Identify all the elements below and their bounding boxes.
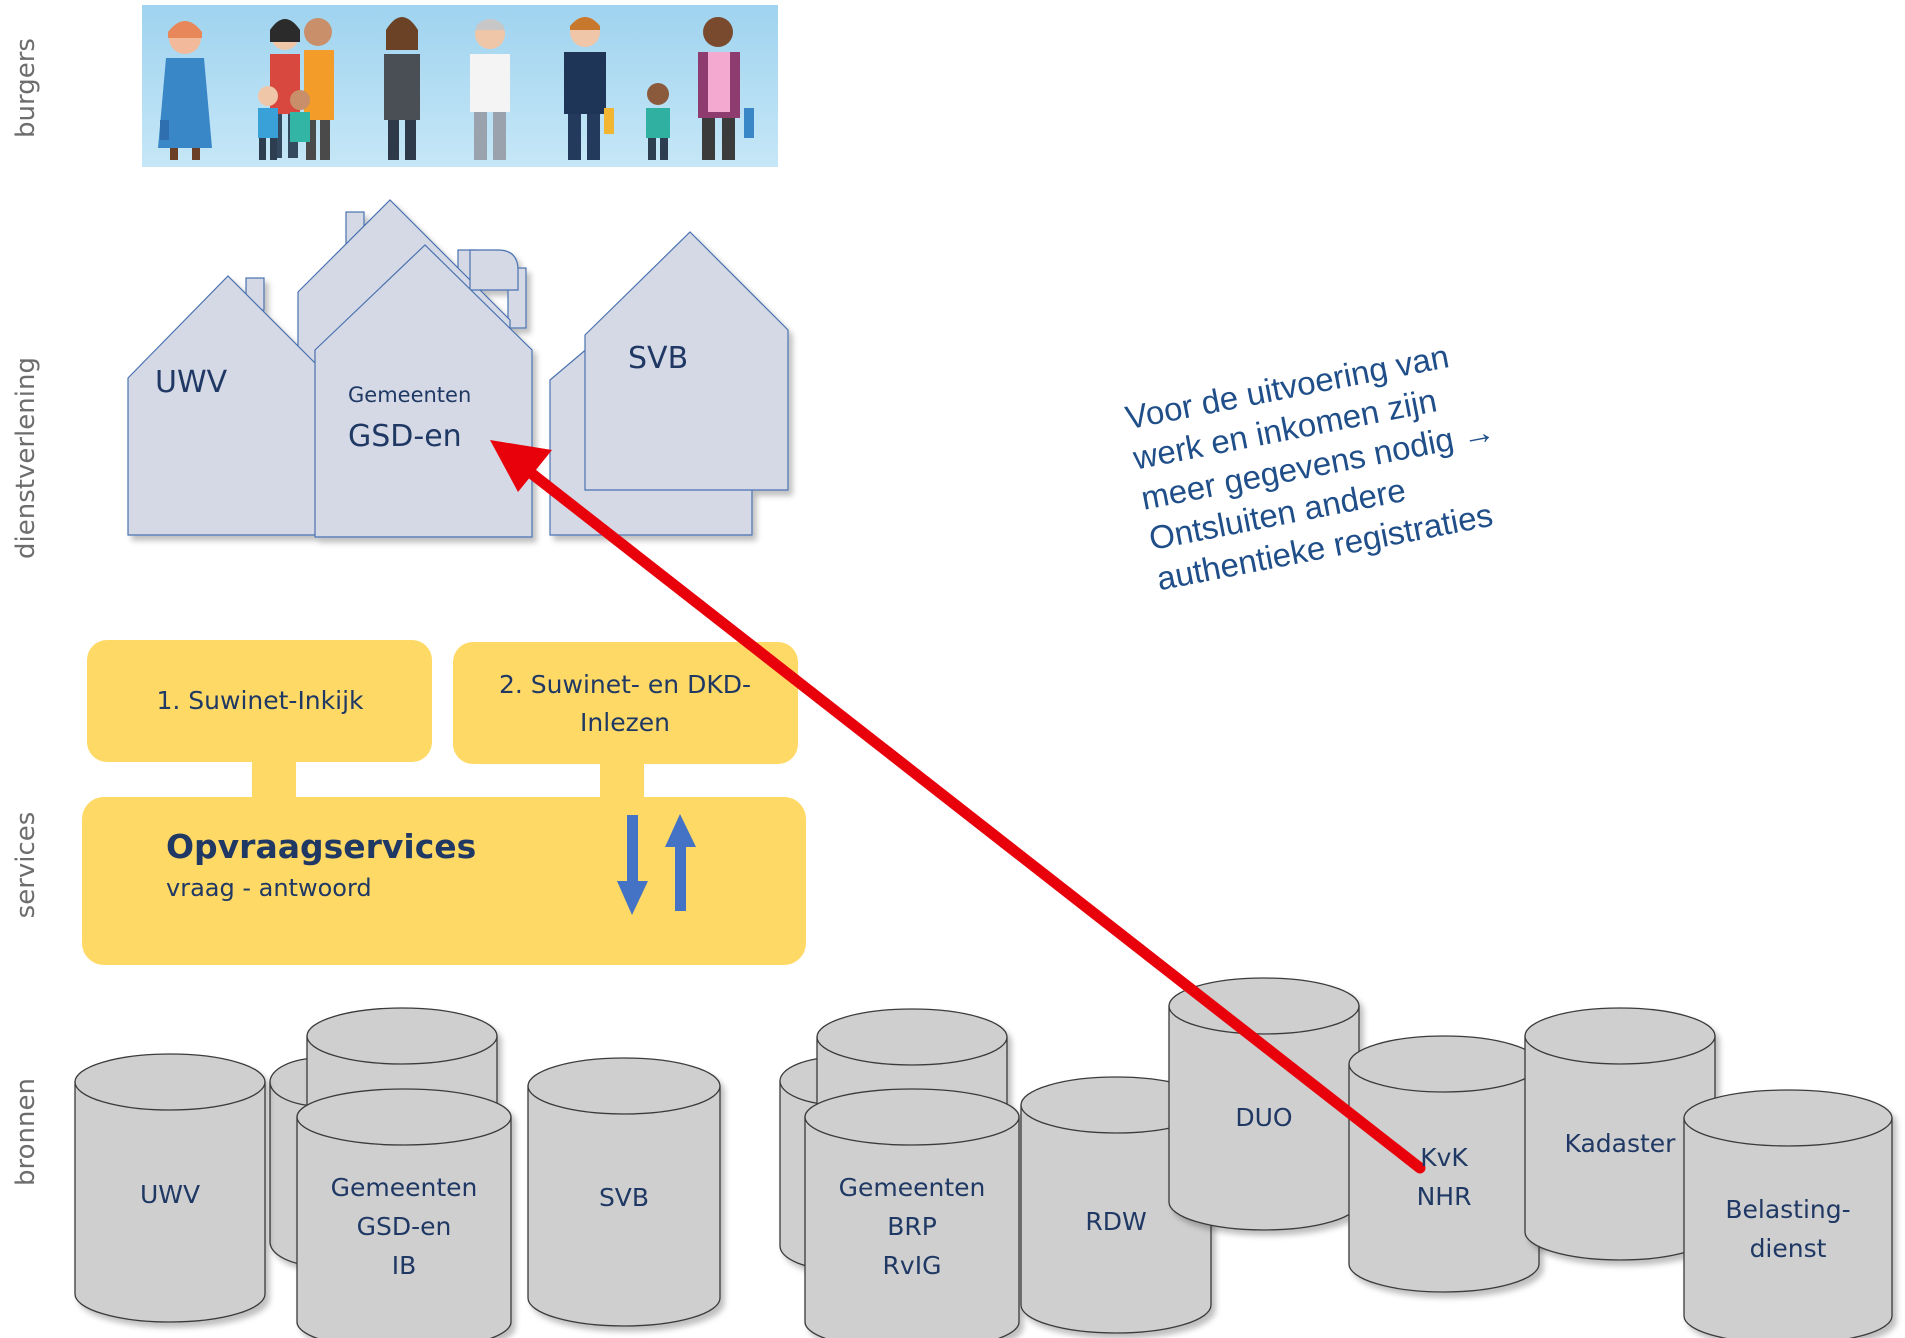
source-label-line: SVB bbox=[598, 1183, 650, 1212]
houses-cluster bbox=[127, 199, 789, 538]
source-label-line: Gemeenten bbox=[838, 1173, 986, 1202]
source-label-rdw: RDW bbox=[1006, 1202, 1226, 1241]
source-label-uwv: UWV bbox=[60, 1175, 280, 1214]
house-label-uwv: UWV bbox=[155, 365, 228, 400]
house-svb bbox=[584, 231, 789, 491]
service-title-opvraagservices: Opvraagservices bbox=[166, 827, 476, 866]
source-label-line: GSD-en bbox=[356, 1212, 452, 1241]
service-label-inlezen-line1: 2. Suwinet- en DKD- bbox=[499, 670, 751, 699]
cylinder-gemeenten-brp bbox=[804, 1088, 1020, 1338]
cylinder-belasting bbox=[1683, 1089, 1893, 1338]
cylinder-uwv bbox=[74, 1053, 266, 1323]
cylinder-kvk bbox=[1348, 1035, 1540, 1293]
cylinder-duo bbox=[1168, 977, 1360, 1231]
source-label-svb: SVB bbox=[514, 1178, 734, 1217]
cylinder-svb bbox=[527, 1057, 721, 1327]
source-label-kadaster: Kadaster bbox=[1510, 1124, 1730, 1163]
citizen-parent-child-icon bbox=[646, 17, 754, 160]
service-box-inkijk bbox=[87, 640, 432, 762]
house-back-roof bbox=[469, 249, 519, 291]
service-subtitle-vraag-antwoord: vraag - antwoord bbox=[166, 874, 372, 902]
source-label-line: Gemeenten bbox=[330, 1173, 478, 1202]
source-label-line: RvIG bbox=[882, 1251, 942, 1280]
red-arrow-kvk-to-gemeenten bbox=[490, 440, 1426, 1174]
citizen-man-white-shirt-icon bbox=[470, 19, 510, 160]
source-label-line: DUO bbox=[1235, 1103, 1293, 1132]
service-box-inlezen bbox=[453, 642, 798, 764]
source-label-line: dienst bbox=[1749, 1234, 1827, 1263]
source-label-kvk: KvK NHR bbox=[1334, 1138, 1554, 1216]
source-label-line: Belasting- bbox=[1725, 1195, 1851, 1224]
source-label-line: UWV bbox=[139, 1180, 201, 1209]
citizens-banner bbox=[142, 5, 778, 167]
source-label-line: NHR bbox=[1416, 1182, 1472, 1211]
citizen-man-navy-shirt-icon bbox=[564, 17, 614, 160]
source-label-belasting: Belasting-dienst bbox=[1678, 1190, 1898, 1268]
cylinder-rdw bbox=[1020, 1076, 1212, 1334]
citizen-figures bbox=[158, 17, 754, 160]
cylinder-gemeenten-gsd bbox=[296, 1088, 512, 1338]
service-label-inlezen-line2: Inlezen bbox=[580, 708, 670, 737]
house-gemeenten bbox=[314, 244, 533, 538]
source-label-line: BRP bbox=[887, 1212, 937, 1241]
house-label-gemeenten: Gemeenten bbox=[348, 383, 471, 407]
citizen-woman-blue-dress-icon bbox=[158, 21, 212, 160]
service-box-opvraagservices bbox=[82, 797, 806, 965]
citizen-family-icon bbox=[258, 18, 334, 160]
source-label-line: IB bbox=[391, 1251, 417, 1280]
service-label-inkijk: 1. Suwinet-Inkijk bbox=[156, 686, 364, 715]
source-label-duo: DUO bbox=[1154, 1098, 1374, 1137]
source-label-line: RDW bbox=[1085, 1207, 1147, 1236]
source-databases bbox=[74, 977, 1893, 1338]
house-label-svb: SVB bbox=[628, 341, 688, 376]
citizen-woman-grey-jacket-icon bbox=[384, 17, 420, 160]
banner-background bbox=[142, 5, 778, 167]
cylinder-kadaster bbox=[1524, 1007, 1716, 1261]
source-label-line: Kadaster bbox=[1564, 1129, 1676, 1158]
source-label-line: KvK bbox=[1420, 1143, 1468, 1172]
request-response-arrows-icon bbox=[617, 814, 696, 915]
house-label-gsd-en: GSD-en bbox=[348, 419, 462, 454]
